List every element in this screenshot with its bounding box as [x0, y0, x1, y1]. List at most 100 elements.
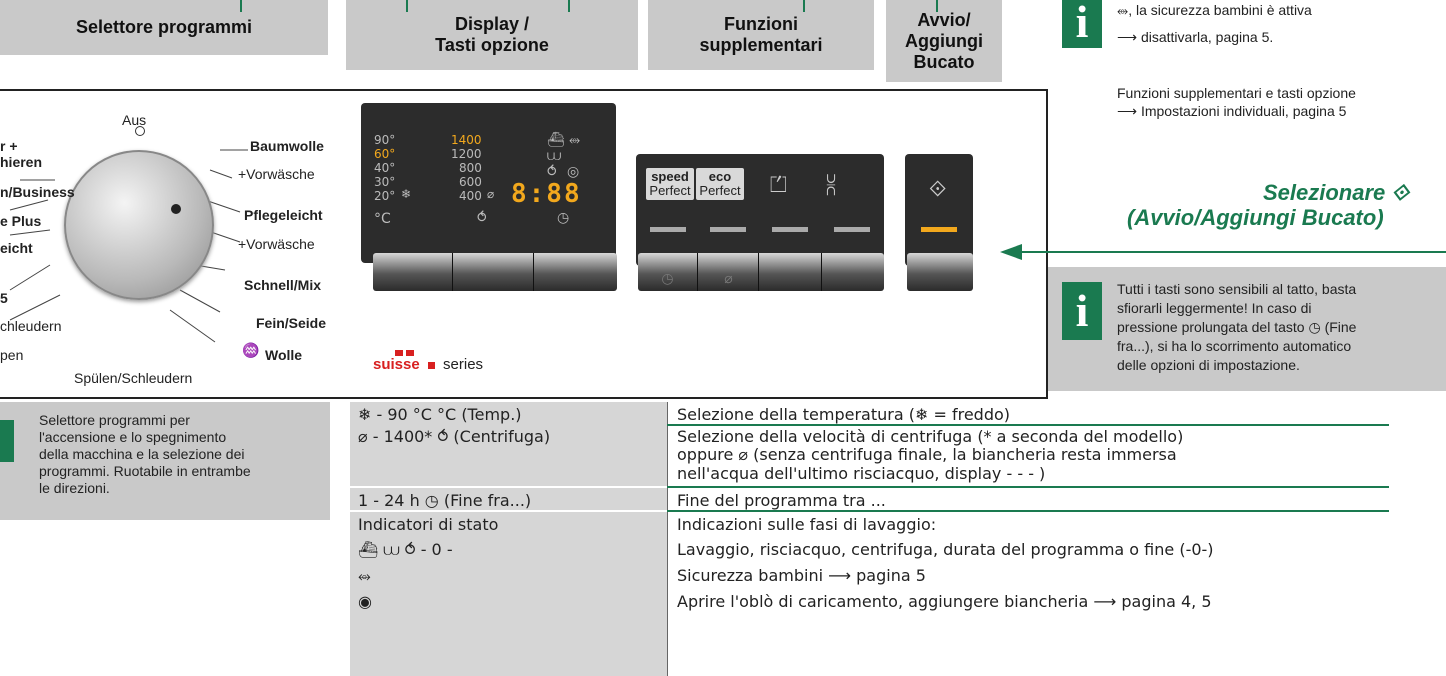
dial-left-5: 5 [0, 290, 8, 306]
note2-line2: ⟶ Impostazioni individuali, pagina 5 [1117, 103, 1347, 119]
dial-label-bottom: Spülen/Schleudern [74, 370, 193, 386]
dial-label-top: Aus [122, 112, 147, 128]
wool-icon: ♒ [242, 342, 260, 358]
dial-left-4: eicht [0, 240, 33, 256]
section-heading-2: (Avvio/Aggiungi Bucato) [1127, 205, 1384, 230]
pointer-arrow [1000, 244, 1022, 260]
row2-c1: 1 - 24 h ◷ (Fine fra...) [358, 491, 532, 510]
header-display: Display / Tasti opzione [346, 0, 638, 70]
speed-1200: 1200 [451, 147, 482, 161]
power-off-marker [135, 126, 145, 136]
row5-c2: Sicurezza bambini ⟶ pagina 5 [677, 566, 926, 585]
dial-right-4: Schnell/Mix [244, 277, 322, 293]
table-row: ⥈ Sicurezza bambini ⟶ pagina 5 [350, 563, 1396, 587]
dial-note-marker [0, 420, 14, 462]
iron-key[interactable] [760, 253, 822, 291]
row1-c2b: oppure ⌀ (senza centrifuga finale, la bi… [677, 445, 1177, 464]
dial-guides [9, 149, 248, 343]
temp-60: 60° [374, 147, 396, 161]
note3-line2: sfiorarli leggermente! In caso di [1117, 300, 1312, 316]
temp-unit: °C [374, 211, 391, 227]
cold-icon: ❄ [401, 187, 412, 201]
iron-led [772, 227, 808, 232]
finish-time-key[interactable] [535, 253, 615, 291]
note1-line2: ⟶ disattivarla, pagina 5. [1117, 29, 1274, 45]
finish-time-icon: ◷ [557, 209, 570, 225]
eco-perfect-button[interactable]: eco Perfect [696, 168, 744, 200]
table-row: ◉ Aprire l'oblò di caricamento, aggiunge… [350, 589, 1396, 613]
dial-right-1: +Vorwäsche [238, 166, 315, 182]
note2-line1: Funzioni supplementari e tasti opzione [1117, 85, 1356, 101]
speed-perfect-key[interactable]: ◷ [638, 253, 698, 291]
no-spin-icon: ⌀ [487, 187, 495, 201]
temp-30: 30° [374, 175, 396, 189]
row1-c2a: Selezione della velocità di centrifuga (… [677, 427, 1184, 446]
header-start-label: Avvio/ Aggiungi Bucato [905, 9, 983, 72]
dial-left-3: e Plus [0, 213, 42, 229]
wash-icon: ⛴ [547, 131, 565, 147]
note1-line1: ⥈, la sicurezza bambini è attiva [1117, 2, 1312, 18]
header-functions: Funzioni supplementari [648, 0, 874, 70]
start-button[interactable] [907, 253, 973, 291]
table-row: ❄ - 90 °C °C (Temp.) Selezione della tem… [350, 402, 1396, 424]
left-note-4: programmi. Ruotabile in entrambe [39, 463, 251, 479]
lcd-display: 90° 60° 40° 30° 20° ❄ °C 1400 1200 800 6… [361, 103, 616, 263]
dial-right-5: Fein/Seide [256, 315, 327, 331]
door-icon: ◎ [567, 163, 580, 179]
spin-key[interactable] [454, 253, 534, 291]
header-display-label: Display / Tasti opzione [435, 14, 549, 55]
brand-name: suisse [373, 356, 420, 373]
row5-c1: ⥈ [358, 566, 371, 585]
spin-status-icon: ⥀ [547, 163, 557, 179]
dial-right-2: Pflegeleicht [244, 207, 323, 223]
header-selector: Selettore programmi [0, 0, 328, 55]
temp-90: 90° [374, 133, 396, 147]
dial-left-6: chleudern [0, 318, 62, 334]
rinse-key[interactable] [823, 253, 884, 291]
speed-perfect-line1: speed [651, 169, 689, 184]
row6-c2: Aprire l'oblò di caricamento, aggiungere… [677, 592, 1212, 611]
header-functions-label: Funzioni supplementari [699, 14, 823, 55]
note3-line3: pressione prolungata del tasto ◷ (Fine [1117, 319, 1357, 335]
dial-left-0: r + [0, 138, 18, 154]
table-row: 1 - 24 h ◷ (Fine fra...) Fine del progra… [350, 488, 1396, 510]
table-bg-col1 [350, 402, 667, 676]
row1-c1: ⌀ - 1400* ⥀ (Centrifuga) [358, 427, 551, 446]
note3-line1: Tutti i tasti sono sensibili al tatto, b… [1117, 281, 1357, 297]
left-note-1: Selettore programmi per [39, 412, 190, 428]
rinse-icon: ⩊ [547, 147, 562, 163]
row4-c2: Lavaggio, risciacquo, centrifuga, durata… [677, 540, 1214, 559]
table-row: ⛴ ⩊ ⥀ - 0 - Lavaggio, risciacquo, centri… [350, 537, 1396, 563]
child-lock-icon: ⥈ [569, 131, 581, 147]
speed-perfect-button[interactable]: speed Perfect [646, 168, 694, 200]
dial-left-1: hieren [0, 154, 43, 170]
table-row: ⌀ - 1400* ⥀ (Centrifuga) Selezione della… [350, 424, 1396, 486]
temp-key[interactable] [373, 253, 453, 291]
note3-line5: delle opzioni di impostazione. [1117, 357, 1300, 373]
spin-icon: ⥀ [477, 209, 487, 225]
program-dial[interactable] [64, 150, 214, 300]
speed-600: 600 [459, 175, 482, 189]
speed-perfect-line2: Perfect [649, 183, 691, 198]
eco-perfect-led [710, 227, 746, 232]
speed-800: 800 [459, 161, 482, 175]
info-icon-2: i [1062, 282, 1102, 340]
brand-logo: suisse series [373, 350, 484, 373]
speed-perfect-led [650, 227, 686, 232]
start-panel [905, 154, 973, 266]
left-note-3: della macchina e la selezione dei [39, 446, 245, 462]
start-icon: ⟐ [929, 176, 947, 201]
header-start: Avvio/ Aggiungi Bucato [886, 0, 1002, 82]
extra-rinse-icon: ⩈ [826, 172, 836, 197]
eco-perfect-key[interactable]: ⌀ [699, 253, 759, 291]
row2-c2: Fine del programma tra ... [677, 491, 886, 510]
brand-suffix: series [443, 356, 484, 373]
row6-c1: ◉ [358, 592, 372, 611]
temp-20: 20° [374, 189, 396, 203]
touch-note-box [1048, 267, 1446, 391]
pointer-line [1020, 251, 1446, 253]
header-selector-label: Selettore programmi [75, 17, 253, 37]
eco-perfect-line1: eco [708, 169, 732, 184]
row0-c1: ❄ - 90 °C °C (Temp.) [358, 405, 522, 424]
row0-c2: Selezione della temperatura (❄ = freddo) [677, 405, 1011, 424]
